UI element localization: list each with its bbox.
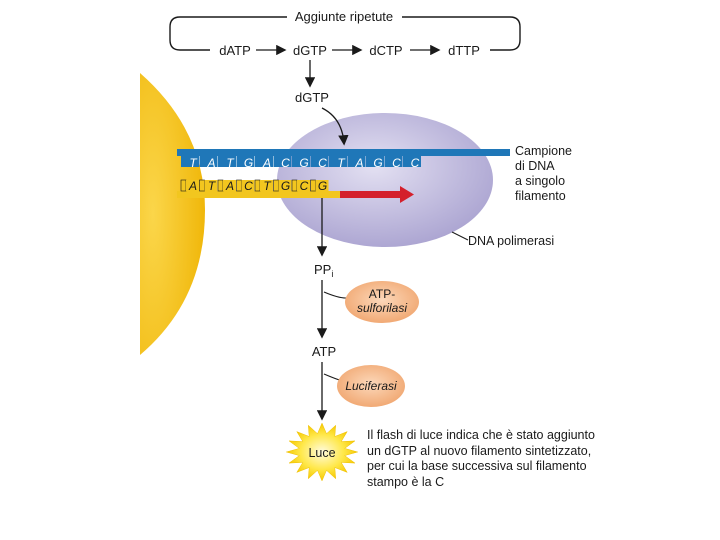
atp-sulfurylase-enzyme [345, 281, 419, 323]
template-base-bg [186, 156, 199, 167]
template-tooth [218, 156, 223, 167]
luciferase-enzyme [337, 365, 405, 407]
template-tooth [384, 156, 390, 167]
template-base: G [299, 156, 308, 170]
new-base: C [300, 179, 309, 193]
template-tooth [347, 156, 353, 167]
template-tooth [236, 156, 242, 167]
template-base-bg [334, 156, 347, 167]
bead [140, 73, 205, 355]
nucleotide-datp: dATP [219, 43, 251, 58]
template-base-bg [408, 156, 421, 167]
new-tooth [217, 179, 224, 192]
template-base: C [281, 156, 290, 170]
arrow-dgtp-into-polymerase [321, 107, 349, 146]
template-tooth [329, 156, 334, 167]
cycle-loop: Aggiunte ripetute [169, 9, 521, 51]
new-base: G [281, 179, 290, 193]
template-base-bg [241, 156, 255, 167]
atp-sulfurylase-label-2: sulforilasi [357, 301, 407, 315]
template-base-bg [371, 156, 384, 167]
new-tooth [310, 179, 316, 192]
template-base: A [206, 156, 215, 170]
polymerase-leader-line [451, 231, 469, 241]
template-base-bg [260, 156, 273, 167]
template-base: A [354, 156, 363, 170]
template-base-bg [223, 156, 236, 167]
template-label: Campione di DNA a singolo filamento [515, 144, 572, 203]
nucleotide-dgtp: dGTP [293, 43, 327, 58]
dna-polymerase [277, 113, 493, 247]
new-base: A [188, 179, 197, 193]
template-tooth [292, 156, 297, 167]
new-base-bg [297, 180, 310, 191]
new-tooth [273, 179, 279, 192]
template-tooth [273, 156, 279, 167]
template-base: G [373, 156, 382, 170]
light-label: Luce [308, 446, 335, 460]
new-base-bg [315, 180, 329, 191]
ppi-label: PPi [314, 262, 333, 279]
template-base: T [189, 156, 198, 170]
nucleotide-dttp: dTTP [448, 43, 480, 58]
new-base: T [208, 179, 217, 193]
template-base-bg [352, 156, 366, 167]
template-base-bg [204, 156, 218, 167]
template-base: C [318, 156, 327, 170]
atp-sulfurylase-label-1: ATP- [369, 287, 395, 301]
nucleotide-dctp: dCTP [369, 43, 402, 58]
curve-into-sulfurylase [323, 291, 347, 299]
svg-text:di DNA: di DNA [515, 159, 555, 173]
result-caption: Il flash di luce indica che è stato aggi… [367, 428, 595, 489]
nucleotide-row: dATP dGTP dCTP dTTP [219, 43, 480, 58]
svg-text:filamento: filamento [515, 189, 566, 203]
svg-text:a singolo: a singolo [515, 174, 565, 188]
new-base-bg [241, 180, 255, 191]
template-tooth [181, 156, 186, 167]
template-base: C [392, 156, 401, 170]
cycle-label: Aggiunte ripetute [295, 9, 393, 24]
new-base: C [244, 179, 253, 193]
extension-arrow-body [340, 191, 402, 198]
extension-arrow-head [400, 186, 414, 203]
template-base: A [262, 156, 271, 170]
template-base-bg [297, 156, 310, 167]
new-base: A [225, 179, 234, 193]
new-base-bg [204, 180, 218, 191]
template-base: T [337, 156, 346, 170]
light-burst [285, 422, 359, 482]
template-tooth [199, 156, 205, 167]
new-tooth [254, 179, 261, 192]
template-tooth [403, 156, 408, 167]
template-tooth [310, 156, 316, 167]
polymerase-label: DNA polimerasi [468, 234, 554, 248]
template-base: T [226, 156, 235, 170]
new-base: G [318, 179, 327, 193]
template-tooth [255, 156, 260, 167]
template-base-bg [315, 156, 329, 167]
luciferase-label: Luciferasi [345, 379, 397, 393]
incoming-dgtp-label: dGTP [295, 90, 329, 105]
new-tooth [291, 179, 298, 192]
new-base-bg [186, 180, 199, 191]
template-base-bg [389, 156, 403, 167]
svg-text:Campione: Campione [515, 144, 572, 158]
new-base: T [263, 179, 272, 193]
new-base-bg [223, 180, 236, 191]
template-base: C [411, 156, 420, 170]
template-base-bg [278, 156, 292, 167]
template-base: G [244, 156, 253, 170]
new-base-bg [260, 180, 273, 191]
new-tooth [180, 179, 187, 192]
new-base-bg [278, 180, 292, 191]
new-tooth [236, 179, 242, 192]
atp-label: ATP [312, 344, 336, 359]
template-tooth [366, 156, 371, 167]
new-tooth [199, 179, 205, 192]
